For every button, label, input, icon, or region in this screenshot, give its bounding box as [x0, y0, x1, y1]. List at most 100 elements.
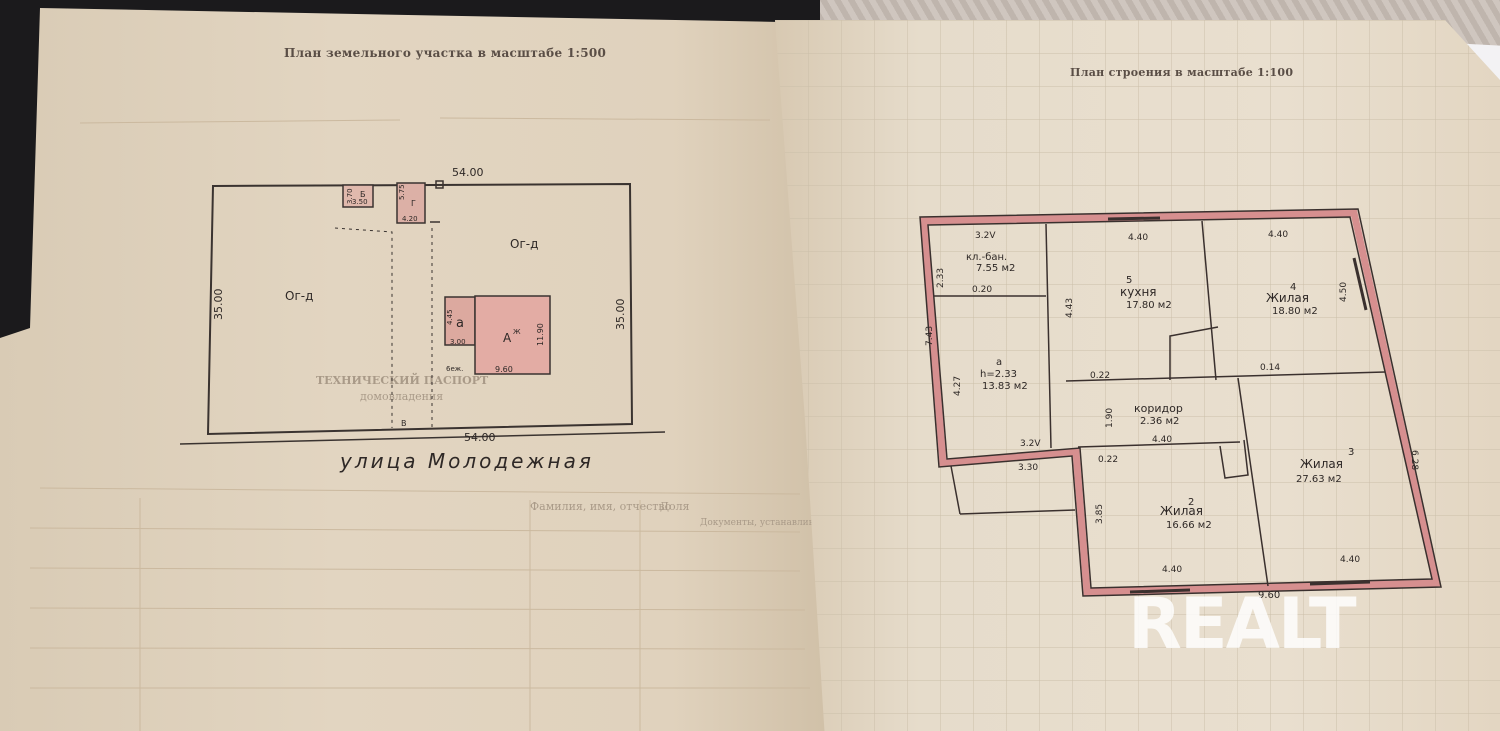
dim-16: 0.22 [1098, 455, 1118, 465]
shed-g [396, 182, 426, 224]
plot-boundary [206, 182, 634, 436]
well-mark [435, 180, 444, 189]
room-bath-area: 7.55 м2 [976, 263, 1015, 274]
room-corridor-area: 2.36 м2 [1140, 416, 1179, 427]
wall-corridor-bottom [1077, 441, 1241, 448]
building-plan-title: План строения в масштабе 1:100 [1070, 66, 1294, 79]
house-label: А [503, 331, 512, 345]
left-page-ruling [29, 117, 810, 731]
dim-21: 9.60 [1258, 590, 1280, 601]
plot-top-width: 54.00 [452, 166, 484, 179]
dim-14: 3.2V [1020, 439, 1041, 449]
wall-corridor-top [1065, 371, 1386, 382]
window-room4 [1352, 257, 1368, 311]
annex-label: а [456, 316, 464, 331]
shed-g-dim-a: 5.75 [398, 184, 406, 200]
fence-dotted-1 [334, 227, 393, 428]
faint-col-name: Фамилия, имя, отчество [530, 500, 672, 513]
room-4-name: Жилая [1266, 291, 1309, 305]
dim-2: 4.40 [1128, 233, 1148, 243]
exterior-wall-outer [919, 208, 1442, 597]
wall-bath-kitchen [1045, 223, 1052, 449]
shed-g-label: Г [411, 199, 416, 208]
garden-left-label: Ог-д [285, 289, 313, 303]
dim-1: 3.2V [975, 231, 996, 241]
room-corridor-name: коридор [1134, 402, 1183, 415]
gate-label: В [401, 419, 407, 428]
dim-15: 3.30 [1018, 463, 1038, 473]
room-3-num: 3 [1348, 447, 1354, 458]
plot-bottom-width: 54.00 [464, 431, 496, 444]
annex-dim-a: 4.45 [446, 309, 454, 325]
right-page-grid [775, 20, 1500, 731]
dim-5: 4.43 [1065, 298, 1075, 318]
house-sup: Ж [513, 328, 521, 336]
dim-13: 4.40 [1152, 435, 1172, 445]
street-name: улица Молодежная [339, 449, 594, 473]
dim-12: 1.90 [1105, 408, 1115, 428]
porch-left [950, 465, 961, 515]
dim-11: 0.14 [1260, 363, 1280, 373]
house-depth: 11.90 [536, 323, 545, 346]
shed-b-label: Б [360, 190, 366, 199]
exterior-wall [920, 209, 1441, 596]
room-a-area: 13.83 м2 [982, 381, 1028, 392]
shed-g-dim-b: 4.20 [402, 215, 418, 223]
dim-17: 6.28 [1409, 450, 1419, 470]
window-kitchen [1107, 216, 1161, 221]
plot-left-depth: 35.00 [212, 289, 225, 321]
room-3-name: Жилая [1300, 457, 1343, 471]
room-4-num: 4 [1290, 282, 1296, 293]
house-width: 9.60 [495, 365, 513, 374]
street-line [179, 431, 666, 445]
shed-b-dim-b: 3.50 [352, 198, 368, 206]
realt-watermark: REALT [1128, 583, 1357, 665]
dim-20: 4.40 [1340, 555, 1360, 565]
faint-stamp-sub: домовладения [360, 390, 444, 403]
house-a [474, 295, 551, 375]
annex-a [444, 296, 476, 346]
wall-room2-room3 [1237, 377, 1269, 587]
shed-b [342, 184, 374, 208]
porch-label: 6еж. [446, 365, 463, 373]
plot-right-depth: 35.00 [614, 299, 627, 331]
window-room2 [1129, 588, 1191, 594]
stair-kitchen [1169, 326, 1219, 380]
dim-8: 4.27 [953, 376, 963, 396]
room-kitchen-area: 17.80 м2 [1126, 300, 1172, 311]
dim-9: 7.43 [925, 326, 935, 346]
annex-dim-b: 3.00 [450, 338, 466, 346]
room-a-height: h=2.33 [980, 369, 1017, 380]
window-room3 [1309, 580, 1371, 586]
right-page: План строения в масштабе 1:100 [775, 20, 1500, 731]
faint-stamp: ТЕХНИЧЕСКИЙ ПАСПОРТ [316, 374, 489, 387]
land-plot-title: План земельного участка в масштабе 1:500 [284, 46, 607, 60]
exterior-wall-inner [927, 216, 1433, 589]
faint-col-share: Доля [660, 500, 690, 513]
porch-bottom [959, 509, 1076, 515]
room-3-area: 27.63 м2 [1296, 474, 1342, 485]
left-page: План земельного участка в масштабе 1:500… [0, 8, 830, 731]
dim-6: 4.50 [1339, 282, 1349, 302]
dim-19: 4.40 [1162, 565, 1182, 575]
room-kitchen-name: кухня [1120, 285, 1157, 299]
room-2-name: Жилая [1160, 504, 1203, 518]
dim-10: 0.22 [1090, 371, 1110, 381]
stair-hall [1219, 439, 1249, 479]
dim-3: 4.40 [1268, 230, 1288, 240]
room-kitchen-num: 5 [1126, 275, 1132, 286]
room-2-num: 2 [1188, 497, 1194, 508]
room-4-area: 18.80 м2 [1272, 306, 1318, 317]
faint-col-docs: Документы, устанавливающие право владени… [700, 518, 847, 528]
dim-4: 2.33 [936, 268, 946, 288]
room-bath-name: кл.-бан. [966, 252, 1007, 263]
room-2-area: 16.66 м2 [1166, 520, 1212, 531]
dim-7: 0.20 [972, 285, 992, 295]
garden-right-label: Ог-д [510, 237, 538, 251]
dim-18: 3.85 [1095, 504, 1105, 524]
wall-kitchen-room4 [1201, 220, 1217, 381]
shed-b-dim-a: 3.70 [346, 188, 354, 204]
